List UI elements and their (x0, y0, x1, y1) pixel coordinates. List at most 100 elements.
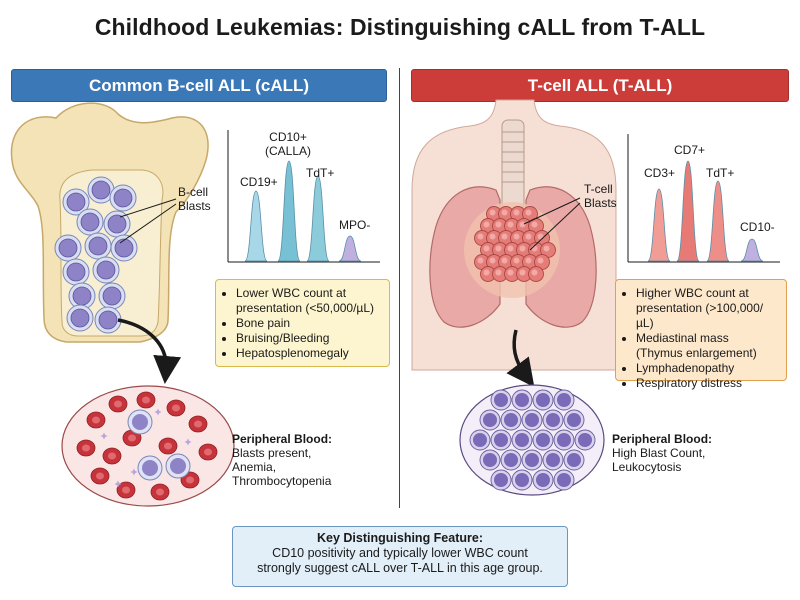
marker-label-cd3: CD3+ (644, 166, 676, 180)
platelet (100, 432, 108, 440)
b-cell-blasts-cluster (54, 176, 138, 334)
blast-nucleus (515, 393, 529, 407)
left-smear-cells (76, 391, 218, 501)
blast-highlight (513, 233, 520, 240)
marker-label-cd7: CD7+ (674, 143, 706, 157)
blast-nucleus (494, 473, 508, 487)
blast-nucleus (96, 260, 116, 280)
blast-highlight (519, 269, 526, 276)
rbc-center (156, 488, 164, 496)
blast-highlight (477, 233, 484, 240)
blast-nucleus (504, 413, 518, 427)
right-smear-cells (469, 389, 596, 491)
rbc-center (164, 442, 172, 450)
marker-peak (647, 188, 671, 262)
blast-nucleus (473, 433, 487, 447)
t-cell-blasts-mass (474, 206, 556, 282)
blast-nucleus (525, 413, 539, 427)
marker-label-cd10-neg: CD10- (740, 220, 775, 234)
blast-nucleus (536, 393, 550, 407)
blast-highlight (507, 245, 514, 252)
blast-highlight (531, 269, 538, 276)
blast-highlight (537, 257, 544, 264)
left-peripheral-blood-text: Peripheral Blood: Blasts present, Anemia… (232, 432, 333, 488)
rbc-center (108, 452, 116, 460)
blast-highlight (513, 209, 520, 216)
blast-nucleus (483, 413, 497, 427)
leader-line (529, 202, 581, 251)
blast-highlight (477, 257, 484, 264)
blast-nucleus (114, 238, 134, 258)
blast-nucleus (567, 413, 581, 427)
rbc-center (194, 420, 202, 428)
blast-nucleus (72, 286, 92, 306)
leader-line (119, 198, 177, 218)
finding-item: Lymphadenopathy (636, 361, 778, 376)
blast-highlight (495, 269, 502, 276)
blast-highlight (519, 221, 526, 228)
finding-item: Hepatosplenomegaly (236, 346, 381, 361)
blast-nucleus (536, 473, 550, 487)
center-divider (399, 68, 400, 508)
blast-highlight (483, 221, 490, 228)
blast-nucleus (515, 473, 529, 487)
rbc-center (114, 400, 122, 408)
blast-nucleus (107, 214, 127, 234)
blast-nucleus (557, 433, 571, 447)
finding-item: Bruising/Bleeding (236, 331, 381, 346)
diagram-title: Childhood Leukemias: Distinguishing cALL… (94, 14, 706, 40)
blast-nucleus (546, 413, 560, 427)
blast-highlight (513, 257, 520, 264)
key-feature-box: Key Distinguishing Feature: CD10 positiv… (232, 526, 568, 587)
left-banner-call: Common B-cell ALL (cALL) (11, 69, 387, 102)
blast-highlight (525, 233, 532, 240)
blast-nucleus (113, 188, 133, 208)
key-feature-heading: Key Distinguishing Feature: (317, 531, 483, 545)
blast-nucleus (70, 308, 90, 328)
blast-highlight (501, 209, 508, 216)
finding-item: Bone pain (236, 316, 381, 331)
rbc-center (122, 486, 130, 494)
rbc-center (186, 476, 194, 484)
blast-highlight (483, 245, 490, 252)
blast-nucleus (102, 286, 122, 306)
blast-highlight (483, 269, 490, 276)
platelet (154, 408, 162, 416)
blast-highlight (507, 221, 514, 228)
blast-highlight (501, 257, 508, 264)
blast-nucleus (132, 414, 148, 430)
left-arrow (117, 318, 182, 384)
rbc-center (172, 404, 180, 412)
marker-label-tdt-right: TdT+ (706, 166, 735, 180)
blast-nucleus (515, 433, 529, 447)
marker-label-cd10: CD10+(CALLA) (264, 130, 311, 158)
platelet (114, 480, 122, 488)
finding-item: Respiratory distress (636, 376, 778, 391)
blast-nucleus (170, 458, 186, 474)
marker-peak (277, 160, 301, 262)
blast-nucleus (557, 393, 571, 407)
right-peripheral-blood-text: Peripheral Blood: High Blast Count, Leuk… (612, 432, 713, 474)
key-feature-line: CD10 positivity and typically lower WBC … (272, 546, 528, 560)
blast-highlight (531, 221, 538, 228)
blast-nucleus (66, 192, 86, 212)
blast-nucleus (142, 460, 158, 476)
marker-peak (740, 238, 764, 262)
right-marker-chart (627, 134, 780, 263)
blast-nucleus (578, 433, 592, 447)
marker-peak (244, 190, 268, 262)
blast-highlight (543, 245, 550, 252)
marker-peak (338, 235, 362, 262)
rbc-center (204, 448, 212, 456)
blast-nucleus (88, 236, 108, 256)
marker-peak (706, 180, 730, 262)
blast-highlight (489, 257, 496, 264)
blast-nucleus (80, 212, 100, 232)
blast-highlight (507, 269, 514, 276)
blast-nucleus (58, 238, 78, 258)
